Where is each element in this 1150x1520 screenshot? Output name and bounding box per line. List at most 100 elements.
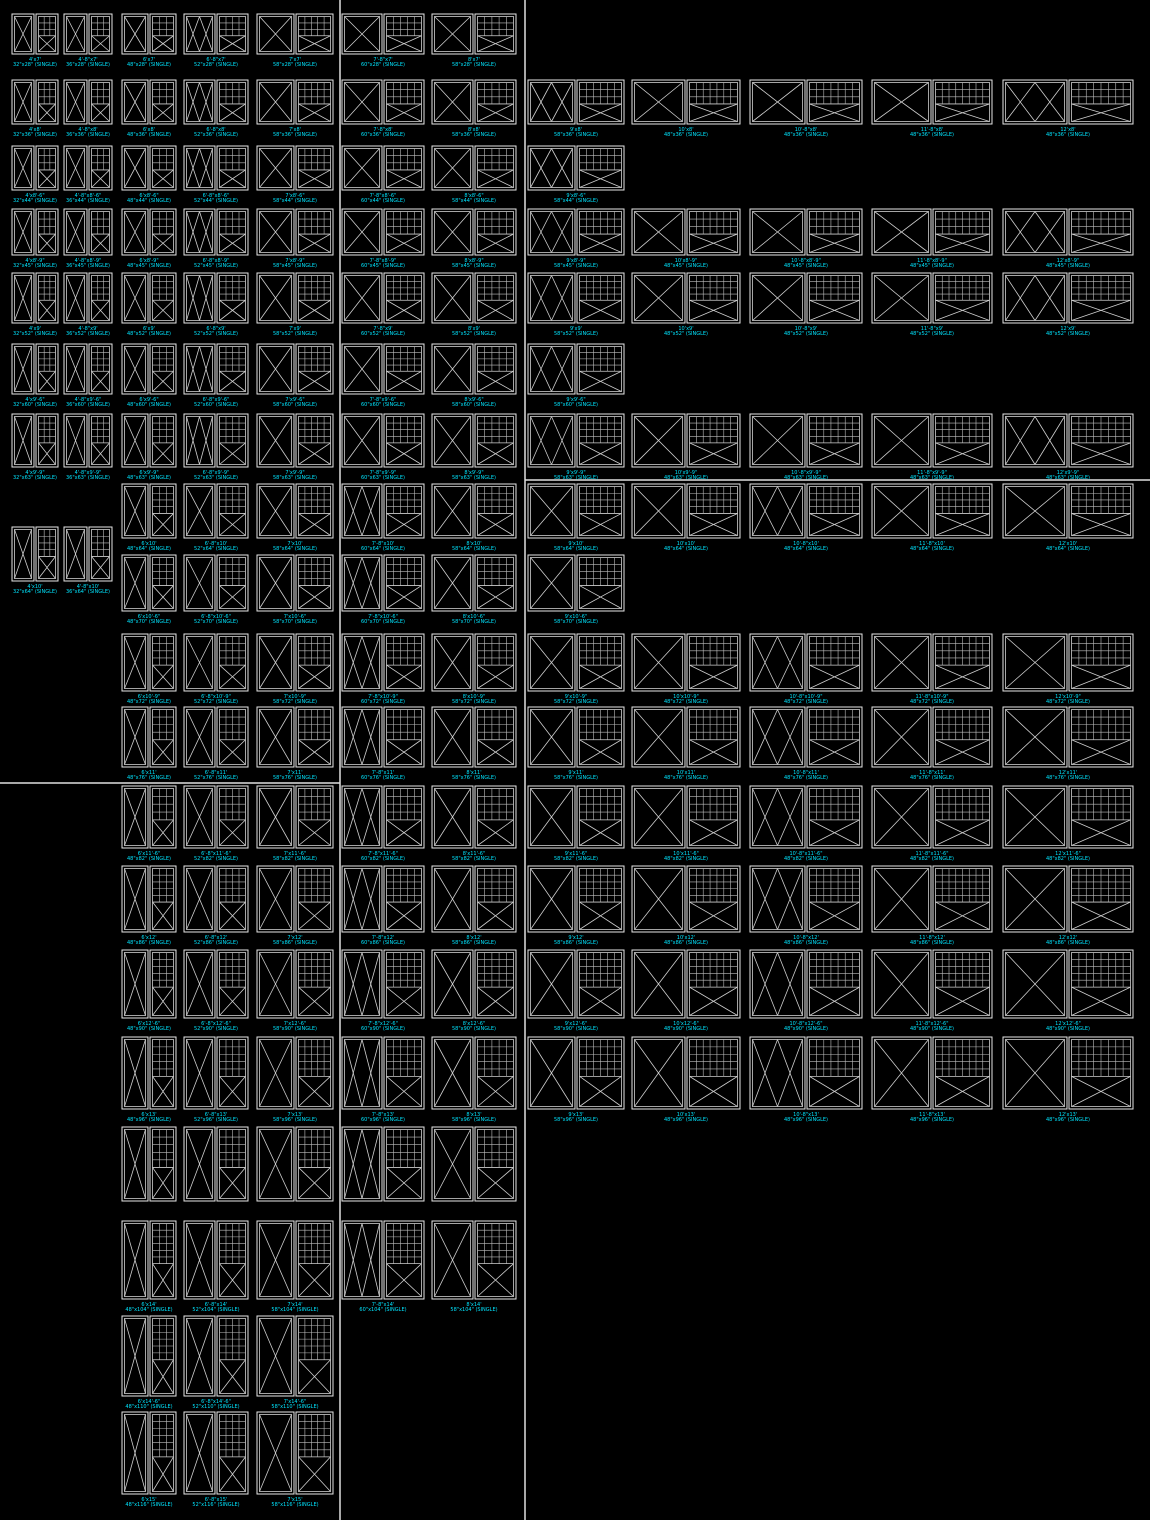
brace-line	[38, 556, 56, 579]
door-leaf-left	[631, 208, 686, 256]
door-leaf-right	[686, 949, 741, 1019]
brace-line	[634, 636, 683, 689]
brace-line	[1071, 233, 1131, 253]
door-leaf-left	[431, 785, 474, 849]
door-opening-label: 48"x90" (SINGLE)	[664, 1026, 708, 1032]
door-opening-label: 58"x76" (SINGLE)	[273, 775, 317, 781]
door-leaf-left	[256, 1036, 295, 1110]
door-leaf-left	[121, 413, 149, 468]
brace-line	[1005, 211, 1036, 253]
brace-line	[689, 103, 738, 122]
brace-line	[434, 952, 471, 1016]
door-leaf-left	[527, 1036, 576, 1110]
door-opening-label: 58"x110" (SINGLE)	[271, 1404, 318, 1410]
door-opening-label: 58"x52" (SINGLE)	[554, 331, 598, 337]
door-size-label: 7'x13'	[287, 1112, 302, 1118]
door-leaf-right	[216, 413, 249, 468]
door-leaf-right-inset	[477, 788, 514, 846]
brace-line	[809, 103, 860, 122]
door-leaf-left	[341, 785, 383, 849]
brace-line	[434, 557, 471, 609]
door-leaf-right-inset	[152, 211, 174, 253]
brace-line	[199, 82, 213, 122]
brace-line	[259, 1223, 292, 1297]
brace-line	[14, 346, 32, 392]
door-leaf-right-inset	[38, 416, 56, 465]
door-opening-label: 58"x60" (SINGLE)	[452, 402, 496, 408]
door-leaf-right	[295, 1315, 334, 1397]
door-leaf-right-inset	[809, 416, 860, 465]
door-leaf-left	[1002, 413, 1068, 468]
door-opening-label: 60"x52" (SINGLE)	[361, 331, 405, 337]
door-leaf-left-inset	[14, 275, 32, 321]
brace-line	[477, 442, 514, 465]
door-size-label: 8'x14'	[466, 1302, 481, 1308]
brace-line	[634, 486, 683, 536]
door-leaf-left-inset	[530, 557, 573, 609]
brace-line	[91, 35, 110, 52]
brace-line	[386, 299, 422, 321]
brace-line	[752, 868, 778, 930]
door-opening-label: 58"x64" (SINGLE)	[452, 546, 496, 552]
door-size-label: 10'x12'-6"	[673, 1021, 699, 1027]
door-leaf-left	[527, 79, 576, 125]
door-leaf-right	[576, 79, 625, 125]
door-opening-label: 52"x70" (SINGLE)	[194, 619, 238, 625]
door-leaf-left	[871, 208, 932, 256]
door-leaf-right	[295, 554, 334, 612]
brace-line	[14, 211, 32, 253]
brace-line	[199, 211, 213, 253]
door-size-label: 10'-8"x8'	[795, 127, 818, 133]
door-leaf-right	[576, 633, 625, 692]
brace-line	[530, 416, 552, 465]
door-leaf-right-inset	[809, 709, 860, 765]
door-leaf-right	[686, 785, 741, 849]
door-size-label: 9'x13'	[568, 1112, 583, 1118]
brace-line	[152, 370, 174, 392]
door-leaf-left	[121, 949, 149, 1019]
door-leaf-left	[431, 413, 474, 468]
door-leaf-right	[383, 1126, 425, 1202]
door-size-label: 6'-8"x11'-6"	[201, 851, 231, 857]
door-size-label: 4'x8'-6"	[25, 193, 44, 199]
brace-line	[66, 346, 85, 392]
door-leaf-right	[383, 79, 425, 125]
door-leaf-left-inset	[634, 636, 683, 689]
door-size-label: 12'x9'	[1060, 326, 1075, 332]
door-leaf-left	[431, 865, 474, 933]
door-opening-label: 48"x72" (SINGLE)	[1046, 699, 1090, 705]
door-leaf-left-inset	[124, 636, 146, 689]
door-leaf-right	[686, 1036, 741, 1110]
door-leaf-left-inset	[259, 1318, 292, 1394]
door-leaf-left-inset	[1005, 788, 1065, 846]
brace-line	[777, 1039, 803, 1107]
brace-line	[298, 233, 331, 253]
door-size-label: 10'x8'	[678, 127, 693, 133]
door-leaf-left-inset	[66, 82, 85, 122]
door-size-label: 7'x8'	[289, 127, 301, 133]
brace-line	[530, 1039, 573, 1107]
door-leaf-left-inset	[344, 416, 380, 465]
door-leaf-right	[806, 413, 863, 468]
door-leaf-right	[35, 343, 59, 395]
brace-line	[579, 370, 622, 392]
door-leaf-left	[121, 1220, 149, 1300]
brace-line	[752, 952, 778, 1016]
brace-line	[579, 819, 622, 846]
brace-line	[219, 585, 246, 609]
brace-line	[219, 233, 246, 253]
door-leaf-left	[256, 633, 295, 692]
door-leaf-right	[576, 145, 625, 191]
door-leaf-left	[341, 1220, 383, 1300]
door-leaf-right	[686, 272, 741, 324]
brace-line	[259, 952, 292, 1016]
door-opening-label: 48"x64" (SINGLE)	[127, 546, 171, 552]
door-leaf-right	[35, 272, 59, 324]
brace-line	[809, 1076, 860, 1107]
door-leaf-left	[431, 554, 474, 612]
door-size-label: 10'x10'-9"	[673, 694, 699, 700]
door-opening-label: 58"x36" (SINGLE)	[273, 132, 317, 138]
door-opening-label: 58"x90" (SINGLE)	[452, 1026, 496, 1032]
door-leaf-left	[183, 13, 216, 55]
